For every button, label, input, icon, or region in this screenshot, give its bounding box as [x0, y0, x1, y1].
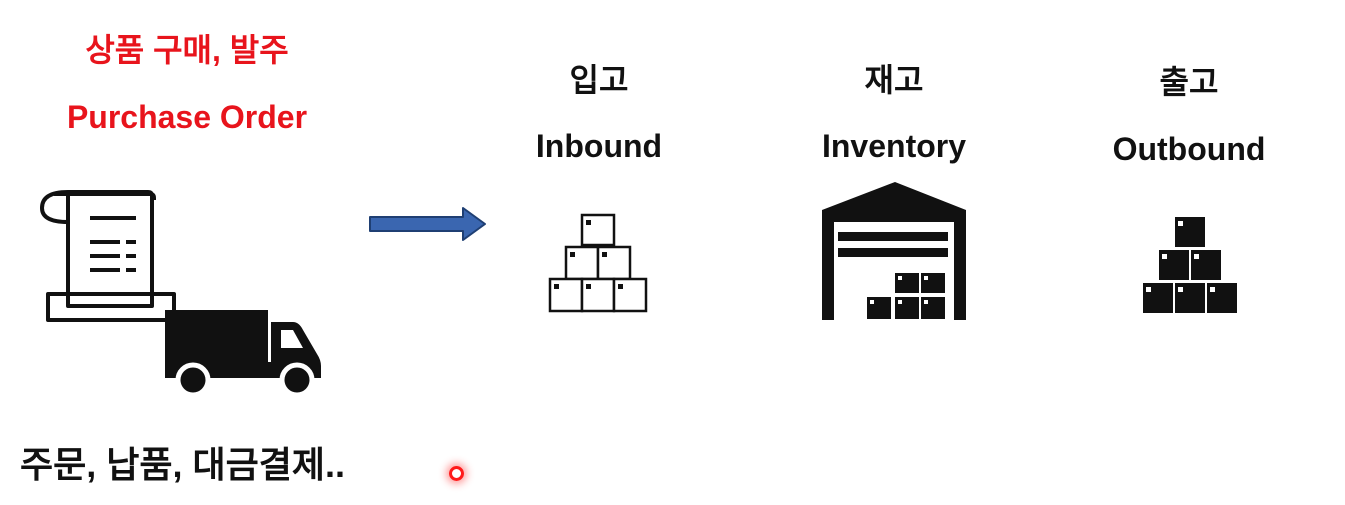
delivery-truck-icon: [165, 310, 321, 398]
inbound-label-english: Inbound: [535, 128, 663, 164]
inbound-label-korean: 입고: [569, 62, 629, 98]
warehouse-icon: [822, 182, 966, 321]
stacked-boxes-outline-icon: [548, 213, 648, 313]
red-cursor-dot: [449, 466, 464, 481]
inventory-label-english: Inventory: [821, 128, 967, 164]
outbound-label-english: Outbound: [1112, 131, 1266, 167]
purchase-title-english: Purchase Order: [66, 99, 308, 135]
purchase-title-korean: 상품 구매, 발주: [85, 32, 289, 68]
right-arrow-icon: [369, 207, 486, 241]
document-scroll-icon: [40, 190, 176, 322]
outbound-label-korean: 출고: [1159, 64, 1219, 100]
footer-caption: 주문, 납품, 대금결제..: [20, 444, 345, 485]
inventory-label-korean: 재고: [864, 62, 924, 98]
stacked-boxes-filled-icon: [1141, 215, 1239, 315]
